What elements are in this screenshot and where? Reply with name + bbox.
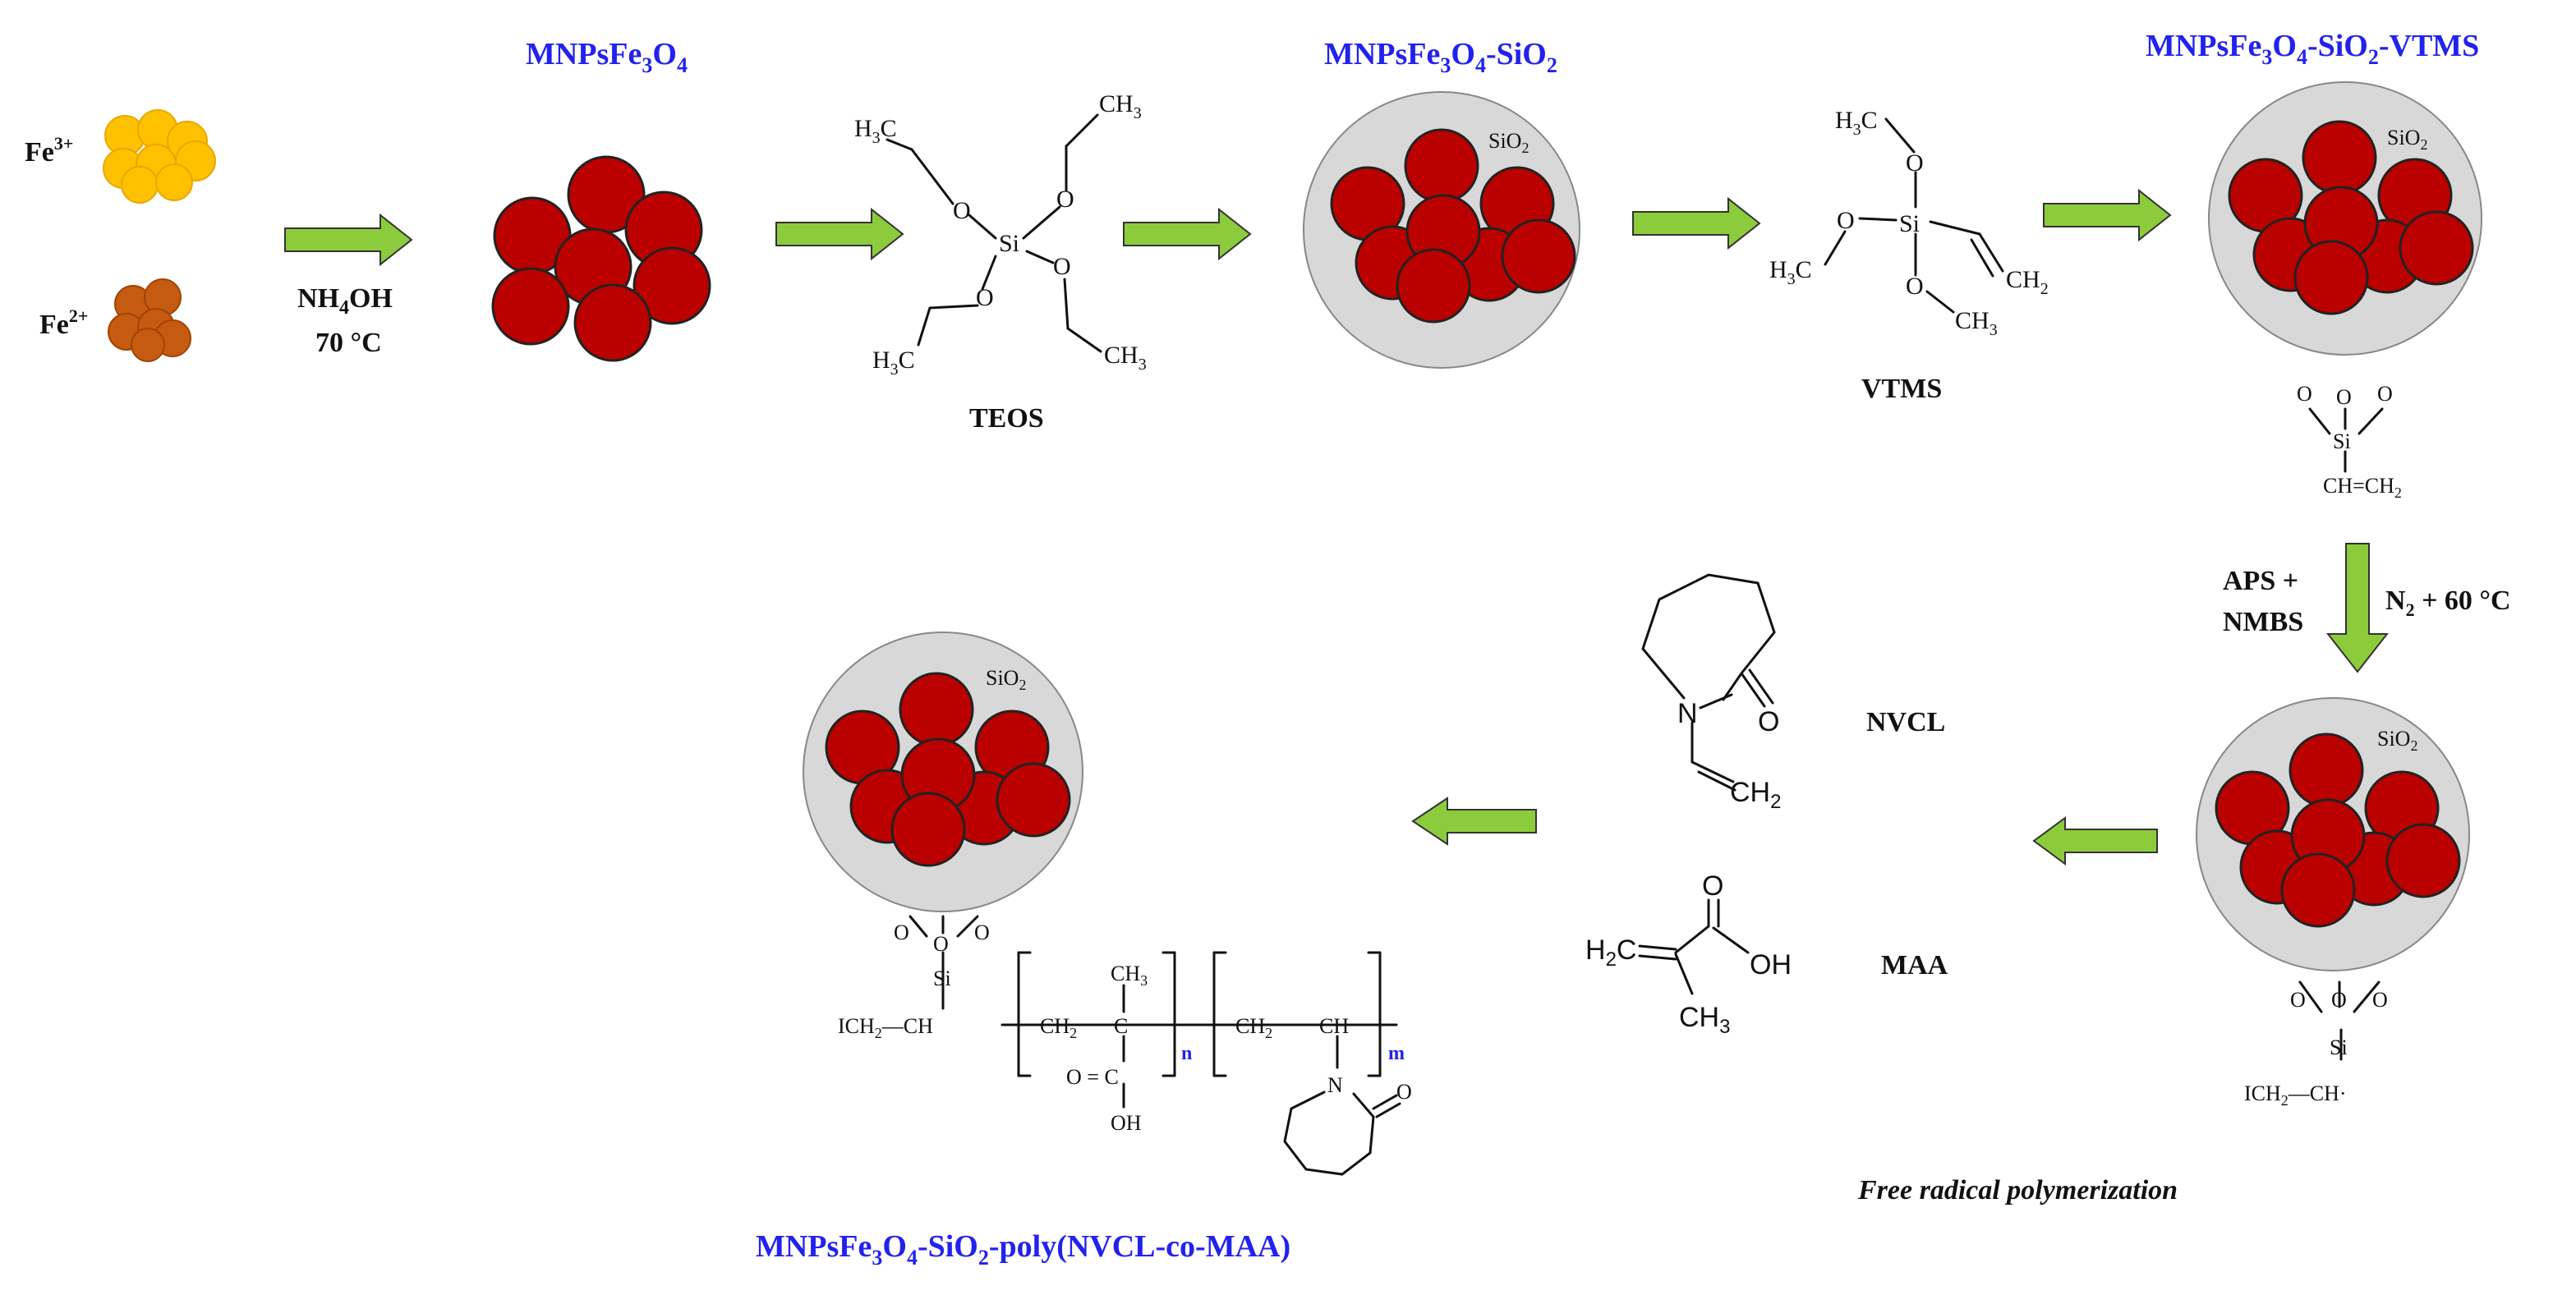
polymerization-conditions: N2 + 60 °C: [2385, 586, 2511, 620]
fe2-ion-cluster: [108, 278, 191, 362]
repeat-m: m: [1388, 1043, 1405, 1064]
vtms-o1: O: [1906, 149, 1924, 177]
radical-o-right: O: [2372, 988, 2388, 1012]
vtms-ch2: CH2: [2006, 266, 2049, 298]
maa-unit-oh: OH: [1111, 1111, 1142, 1135]
vcl-ring-n: N: [1327, 1073, 1343, 1097]
vtms-h3c-top: H3C: [1835, 107, 1878, 139]
silica-shell-label-4: SiO2: [986, 666, 1026, 693]
vtms-o2: O: [1837, 207, 1855, 234]
process-note: Free radical polymerization: [1857, 1175, 2178, 1205]
teos-ch3-top: CH3: [1099, 90, 1142, 122]
silica-shell-label-2: SiO2: [2387, 126, 2427, 153]
radical-o-mid: O: [2331, 988, 2347, 1012]
teos-ch3-bottom: CH3: [1104, 342, 1147, 374]
teos-si: Si: [999, 230, 1019, 257]
final-si: Si: [933, 967, 951, 990]
maa-molecule: [1638, 898, 1750, 995]
reaction-temperature: 70 °C: [315, 328, 382, 358]
arrow-step-vtms: [1632, 198, 1760, 249]
maa-unit-c: C: [1114, 1014, 1128, 1038]
arrow-step-vinyl-functionalization: [2043, 190, 2171, 241]
anchor-o-left: O: [2297, 382, 2312, 406]
radical-o-left: O: [2290, 988, 2306, 1012]
vcl-unit-ch: CH: [1319, 1014, 1349, 1038]
arrow-step-silica-coating: [1123, 209, 1251, 259]
final-o-mid: O: [933, 932, 949, 956]
vtms-molecule: [1824, 117, 2004, 314]
reagent-nh4oh: NH4OH: [297, 283, 393, 319]
teos-o4: O: [1053, 253, 1071, 280]
vcl-unit-ch2: CH2: [1235, 1014, 1272, 1041]
arrow-step-teos: [775, 209, 904, 259]
teos-o2: O: [1056, 186, 1074, 213]
maa-h2c: H2C: [1585, 935, 1636, 971]
arrow-step-monomer-addition: [2032, 816, 2158, 866]
nvcl-label: NVCL: [1866, 707, 1945, 737]
anchor-vinyl: CH=CH2: [2323, 474, 2402, 501]
vinyl-functionalized-nanoparticle: [2208, 81, 2482, 473]
title-mnp-sio2-vtms: MNPsFe3O4-SiO2-VTMS: [2146, 29, 2479, 69]
final-o-left: O: [894, 921, 909, 944]
vcl-ring-o: O: [1396, 1080, 1412, 1104]
teos-molecule: [886, 113, 1102, 353]
arrow-step-coprecipitation: [284, 214, 412, 265]
nvcl-n: N: [1677, 698, 1698, 729]
nvcl-unit-ch2: CH2: [1040, 1014, 1077, 1041]
final-coated-nanoparticle: [803, 631, 1083, 1010]
silica-shell-label-3: SiO2: [2377, 727, 2417, 754]
anchor-o-mid: O: [2336, 385, 2352, 409]
maa-label: MAA: [1881, 950, 1948, 980]
title-mnp-fe3o4: MNPsFe3O4: [526, 37, 688, 77]
maa-o: O: [1702, 870, 1723, 902]
vtms-o3: O: [1906, 273, 1924, 300]
copolymer-chain: [1000, 951, 1401, 1176]
magnetite-nanoparticle-cluster: [491, 155, 711, 362]
anchor-o-right: O: [2377, 382, 2393, 406]
silica-coated-nanoparticle: [1303, 91, 1580, 369]
chain-start: ICH2—CH: [838, 1014, 933, 1041]
teos-label: TEOS: [969, 403, 1044, 434]
vtms-h3c-left: H3C: [1769, 256, 1812, 288]
fe3-label: Fe3+: [25, 133, 73, 168]
teos-o3: O: [976, 284, 994, 311]
radical-si: Si: [2330, 1036, 2348, 1059]
title-mnp-sio2: MNPsFe3O4-SiO2: [1324, 37, 1557, 77]
fe2-label: Fe2+: [39, 305, 88, 340]
nvcl-ch2: CH2: [1730, 777, 1781, 813]
arrow-step-polymerization-initiation: [2325, 543, 2390, 673]
maa-unit-ch3: CH3: [1111, 962, 1148, 989]
final-o-right: O: [974, 921, 990, 944]
maa-ch3: CH3: [1679, 1002, 1730, 1038]
vtms-label: VTMS: [1861, 374, 1942, 404]
radical-nanoparticle: [2196, 697, 2470, 1061]
teos-o1: O: [953, 197, 971, 224]
initiator-line-2: NMBS: [2223, 607, 2303, 637]
title-final-product: MNPsFe3O4-SiO2-poly(NVCL-co-MAA): [756, 1229, 1290, 1270]
initiator-line-1: APS +: [2223, 566, 2298, 596]
fe3-ion-cluster: [103, 109, 216, 204]
radical-chain-end: ICH2—CH·: [2244, 1081, 2347, 1109]
maa-oh: OH: [1750, 949, 1792, 980]
vtms-ch3-bottom: CH3: [1955, 307, 1998, 339]
repeat-n: n: [1181, 1043, 1192, 1064]
vtms-si: Si: [1899, 210, 1920, 237]
maa-unit-carbonyl: O = C: [1066, 1065, 1119, 1089]
arrow-step-copolymer-grafting: [1411, 797, 1537, 846]
silica-shell-label-1: SiO2: [1488, 129, 1529, 156]
nvcl-o: O: [1758, 706, 1779, 737]
teos-h3c-top: H3C: [854, 115, 897, 147]
anchor-si: Si: [2333, 429, 2351, 453]
nvcl-molecule: [1641, 573, 1776, 792]
teos-h3c-bottom: H3C: [872, 347, 915, 379]
